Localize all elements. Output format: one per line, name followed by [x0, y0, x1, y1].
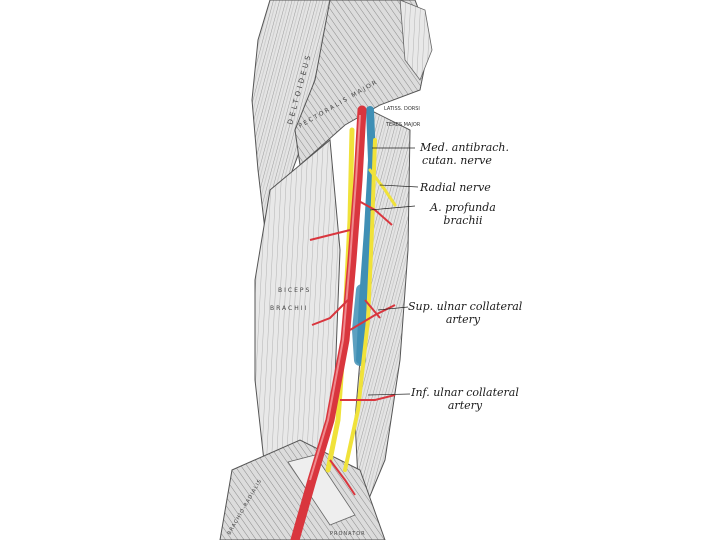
muscle-label-pronator: PRONATOR — [330, 531, 366, 537]
label-med-antibrach: Med. antibrach. cutan. nerve — [420, 141, 509, 167]
label-inf-ulnar: Inf. ulnar collateral artery — [410, 386, 520, 412]
radial-nerve — [368, 168, 397, 207]
label-sup-ulnar-line2: artery — [445, 313, 481, 326]
muscle-label-latiss: LATISS. DORSI — [384, 106, 420, 112]
label-inf-ulnar-line2: artery — [447, 399, 483, 412]
muscle-label-biceps: BICEPS — [278, 287, 311, 294]
pectoralis-tendon — [399, 0, 433, 81]
label-inf-ulnar-line1: Inf. ulnar collateral — [411, 386, 519, 399]
brachial-artery-highlight — [309, 114, 361, 481]
label-med-antibrach-line2: cutan. nerve — [422, 154, 492, 167]
label-med-antibrach-line1: Med. antibrach. — [420, 141, 509, 154]
label-a-profunda-line2: brachii — [443, 214, 483, 227]
muscle-label-brachii: BRACHII — [270, 305, 308, 312]
brachial-vein — [351, 284, 368, 366]
brachial-artery — [290, 105, 367, 540]
artery-branches — [309, 199, 396, 496]
bicipital-aponeurosis — [287, 454, 356, 526]
leader-lines — [367, 147, 419, 396]
label-sup-ulnar: Sup. ulnar collateral artery — [408, 300, 523, 326]
muscle-label-teres: TERES MAJOR — [385, 122, 421, 128]
label-a-profunda-line1: A. profunda — [430, 201, 496, 214]
label-a-profunda: A. profunda brachii — [418, 201, 508, 227]
label-sup-ulnar-line1: Sup. ulnar collateral — [408, 300, 523, 313]
label-radial-nerve: Radial nerve — [420, 181, 491, 194]
